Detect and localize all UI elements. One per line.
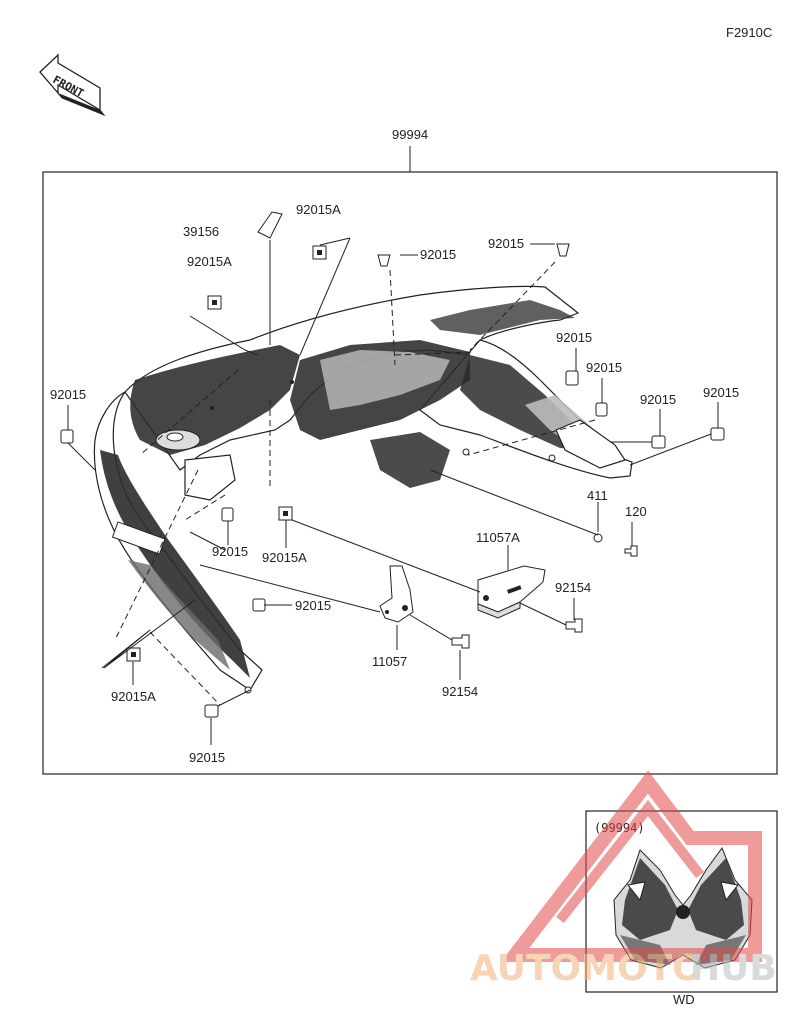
- label-92015-top-right: 92015: [488, 236, 524, 251]
- front-arrow-icon: FRONT: [39, 53, 106, 117]
- label-120: 120: [625, 504, 647, 519]
- dashed-guides: [114, 261, 596, 706]
- inset-caption: WD: [673, 992, 695, 1007]
- label-92154-right: 92154: [555, 580, 591, 595]
- label-92015-center-top: 92015: [420, 247, 456, 262]
- watermark-text-a: AUTOMOTO: [470, 948, 703, 989]
- label-92015-right3: 92015: [640, 392, 676, 407]
- inset-frame: [585, 810, 778, 993]
- label-92015-lower: 92015: [295, 598, 331, 613]
- label-11057a: 11057A: [476, 530, 520, 545]
- label-92015-mid: 92015: [212, 544, 248, 559]
- diagram-frame: [42, 171, 778, 775]
- label-11057: 11057: [372, 654, 407, 669]
- label-92015a-top: 92015A: [296, 202, 341, 217]
- label-92015-right1: 92015: [556, 330, 592, 345]
- label-92154-lower: 92154: [442, 684, 478, 699]
- assembly-label: 99994: [392, 127, 428, 142]
- label-92015-left: 92015: [50, 387, 86, 402]
- label-411: 411: [587, 488, 608, 503]
- label-92015-bottom: 92015: [189, 750, 225, 765]
- label-39156: 39156: [183, 224, 219, 239]
- label-92015a-left: 92015A: [187, 254, 232, 269]
- label-92015-right2: 92015: [586, 360, 622, 375]
- hardware-parts: [60, 211, 725, 718]
- upper-cowl-shape: [93, 285, 633, 694]
- figure-code: F2910C: [726, 25, 772, 40]
- leader-lines: [67, 237, 719, 745]
- watermark-text-b: HUB: [690, 948, 777, 989]
- label-92015a-mid: 92015A: [262, 550, 307, 565]
- label-92015-right4: 92015: [703, 385, 739, 400]
- watermark-logo: AUTOMOTO HUB: [470, 770, 777, 989]
- label-92015a-bottom: 92015A: [111, 689, 156, 704]
